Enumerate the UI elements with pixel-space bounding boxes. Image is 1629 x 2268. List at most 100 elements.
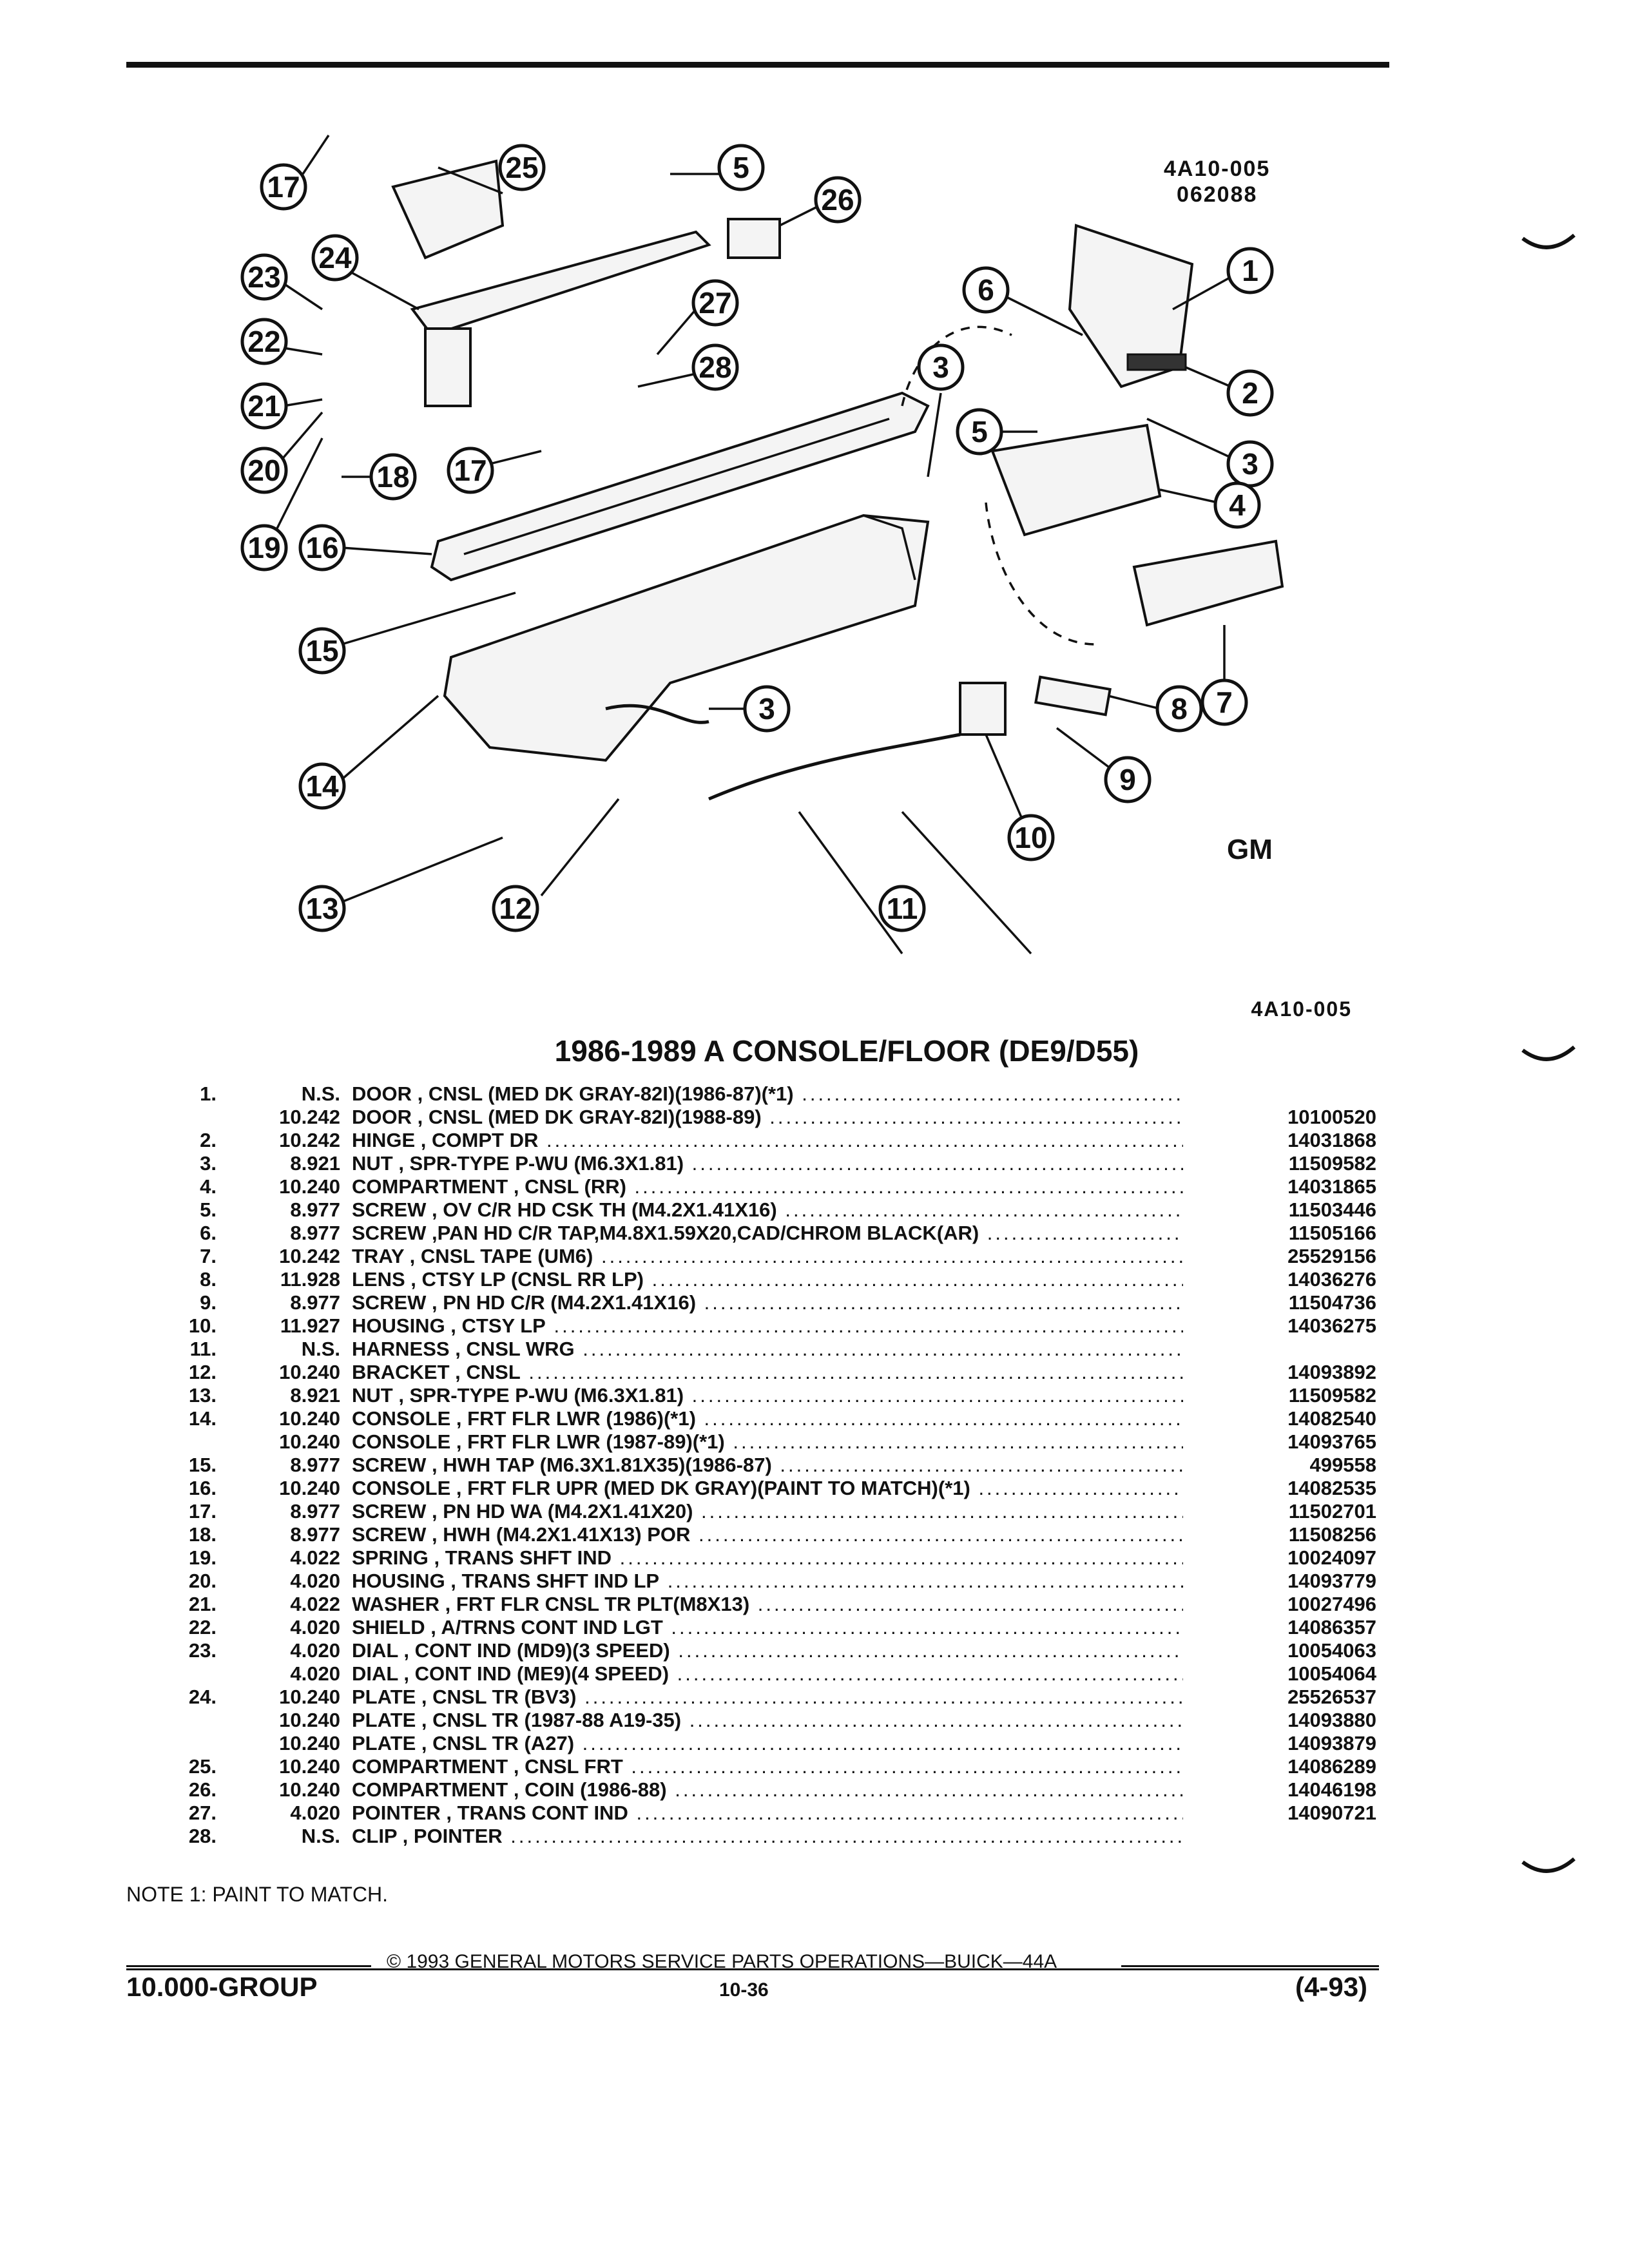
callout-6: 6: [962, 266, 1083, 336]
callout-8: 8: [1108, 685, 1203, 733]
part-description: DOOR , CNSL (MED DK GRAY-82I)(1986-87)(*…: [352, 1082, 794, 1105]
part-description-cell: WASHER , FRT FLR CNSL TR PLT(M8X13) ....…: [352, 1593, 1183, 1616]
binder-mark: [1521, 1857, 1576, 1873]
item-number: 19.: [188, 1546, 217, 1569]
parts-row: 11.N.S.HARNESS , CNSL WRG ..............…: [126, 1338, 1383, 1361]
leader-dots: ........................................…: [619, 1546, 1183, 1569]
item-number: 16.: [188, 1477, 217, 1499]
figure-code-block: 4A10-005 062088: [1164, 156, 1270, 207]
svg-text:14: 14: [305, 769, 339, 803]
callout-17a: 17: [260, 135, 330, 211]
callout-26: 26: [779, 176, 862, 227]
wiring-harness: [605, 704, 961, 801]
svg-text:2: 2: [1242, 376, 1258, 410]
group-number: 4.020: [290, 1802, 340, 1824]
group-number: 10.240: [279, 1686, 340, 1708]
item-number: 25.: [188, 1755, 217, 1778]
plate-leg: [424, 327, 472, 407]
svg-text:23: 23: [247, 260, 280, 294]
callout-1: 1: [1172, 247, 1274, 311]
group-number: 10.242: [279, 1106, 340, 1128]
part-description-cell: HOUSING , CTSY LP ......................…: [352, 1314, 1183, 1338]
item-number: 4.: [200, 1175, 217, 1198]
group-number: 10.240: [279, 1430, 340, 1453]
part-number: 14093892: [1287, 1361, 1376, 1383]
callout-16: 16: [298, 524, 432, 572]
callout-20: 20: [240, 411, 323, 494]
part-description-cell: SCREW , PN HD WA (M4.2X1.41X20) ........…: [352, 1500, 1183, 1523]
lens: [1034, 675, 1112, 716]
leader-dots: ........................................…: [636, 1802, 1183, 1824]
part-description: DIAL , CONT IND (ME9)(4 SPEED): [352, 1662, 670, 1685]
callout-12: 12: [492, 798, 620, 932]
svg-text:21: 21: [247, 389, 280, 423]
svg-text:8: 8: [1171, 692, 1188, 726]
footer-rule-right: [1121, 1965, 1379, 1967]
part-description: PLATE , CNSL TR (A27): [352, 1732, 575, 1754]
group-number: N.S.: [301, 1825, 340, 1847]
part-number: 14086357: [1287, 1616, 1376, 1639]
leader-dots: ........................................…: [678, 1639, 1183, 1662]
part-description: SCREW , HWH (M4.2X1.41X13) POR: [352, 1523, 691, 1546]
callout-28: 28: [637, 343, 739, 391]
part-description-cell: NUT , SPR-TYPE P-WU (M6.3X1.81) ........…: [352, 1152, 1183, 1175]
part-number: 25529156: [1287, 1245, 1376, 1267]
diagram-svg: 1 2 3 3 3 4 5 5 6 7 8 9 10 11 12 13 14 1…: [240, 135, 1284, 955]
item-number: 10.: [188, 1314, 217, 1337]
exploded-parts-diagram: 1 2 3 3 3 4 5 5 6 7 8 9 10 11 12 13 14 1…: [219, 116, 1353, 992]
callout-19: 19: [240, 437, 323, 572]
svg-text:5: 5: [971, 415, 988, 448]
group-number: 8.977: [290, 1523, 340, 1546]
item-number: 15.: [188, 1454, 217, 1476]
svg-text:1: 1: [1242, 254, 1258, 287]
page-number: 10-36: [719, 1979, 769, 2001]
svg-text:9: 9: [1119, 763, 1136, 796]
part-number: 14093765: [1287, 1430, 1376, 1453]
leader-dots: ........................................…: [667, 1570, 1183, 1592]
group-number: 10.242: [279, 1129, 340, 1151]
callout-21: 21: [240, 382, 323, 430]
svg-text:28: 28: [699, 351, 731, 384]
group-number: N.S.: [301, 1082, 340, 1105]
svg-text:7: 7: [1216, 686, 1233, 719]
part-description: COMPARTMENT , COIN (1986-88): [352, 1778, 667, 1801]
part-description: CONSOLE , FRT FLR LWR (1987-89)(*1): [352, 1430, 725, 1453]
part-description: HINGE , COMPT DR: [352, 1129, 539, 1151]
leader-dots: ........................................…: [583, 1338, 1183, 1360]
item-number: 14.: [188, 1407, 217, 1430]
item-number: 1.: [200, 1082, 217, 1105]
leader-dots: ........................................…: [987, 1222, 1183, 1244]
item-number: 5.: [200, 1198, 217, 1221]
callout-4: 4: [1159, 481, 1261, 529]
callout-11: 11: [878, 885, 926, 932]
leader-dots: ........................................…: [671, 1616, 1183, 1639]
parts-row: 28.N.S.CLIP , POINTER ..................…: [126, 1825, 1383, 1848]
revision-date: (4-93): [1295, 1972, 1368, 2002]
group-label: 10.000-GROUP: [126, 1972, 318, 2002]
svg-text:26: 26: [821, 183, 854, 216]
item-number: 17.: [188, 1500, 217, 1523]
part-description: NUT , SPR-TYPE P-WU (M6.3X1.81): [352, 1152, 684, 1175]
part-description-cell: HOUSING , TRANS SHFT IND LP ............…: [352, 1570, 1183, 1593]
part-description-cell: POINTER , TRANS CONT IND ...............…: [352, 1802, 1183, 1825]
part-description: PLATE , CNSL TR (BV3): [352, 1686, 577, 1708]
part-description: COMPARTMENT , CNSL FRT: [352, 1755, 623, 1778]
group-number: 11.928: [280, 1268, 340, 1291]
part-description-cell: DOOR , CNSL (MED DK GRAY-82I)(1986-87)(*…: [352, 1082, 1183, 1106]
group-number: 10.240: [279, 1778, 340, 1801]
front-compartment: [391, 159, 505, 260]
item-number: 26.: [188, 1778, 217, 1801]
part-description: POINTER , TRANS CONT IND: [352, 1802, 628, 1824]
svg-text:25: 25: [505, 151, 538, 184]
item-number: 21.: [188, 1593, 217, 1615]
part-description: HOUSING , TRANS SHFT IND LP: [352, 1570, 660, 1592]
svg-text:3: 3: [932, 351, 949, 384]
